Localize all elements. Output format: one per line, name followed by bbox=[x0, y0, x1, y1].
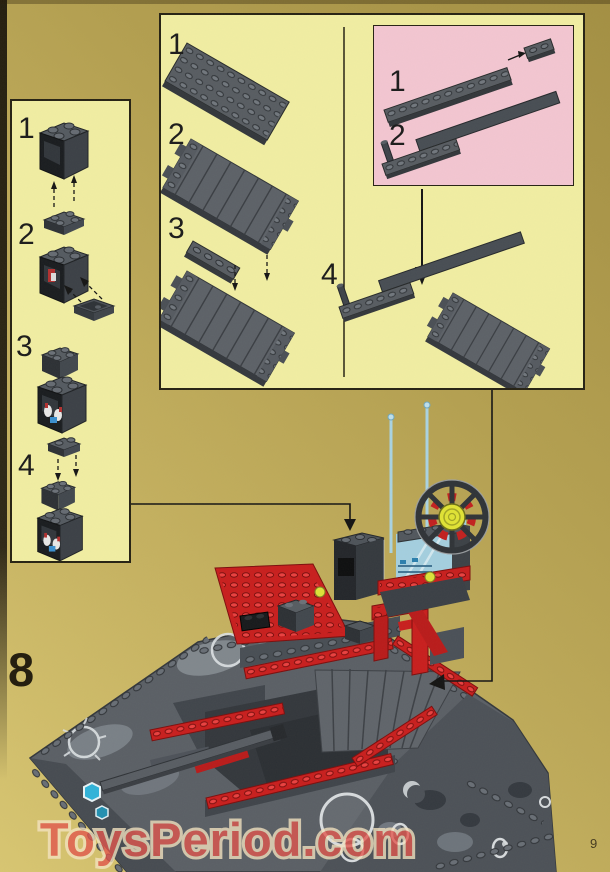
left-step-2-number: 2 bbox=[18, 218, 35, 251]
main-step-4-number: 4 bbox=[321, 258, 338, 291]
main-step-2-number: 2 bbox=[168, 118, 185, 151]
console-arch bbox=[452, 522, 470, 592]
main-step4-rail bbox=[336, 231, 525, 323]
cyan-jewel bbox=[83, 781, 101, 803]
pink-sub-panel: 1 2 bbox=[373, 25, 574, 186]
left-step-3-number: 3 bbox=[16, 330, 33, 363]
leader-line-right bbox=[442, 390, 493, 682]
yellow-ball-2 bbox=[424, 571, 436, 583]
step2-container-piece bbox=[39, 246, 89, 304]
console-window bbox=[396, 520, 468, 588]
page-top-edge bbox=[0, 0, 610, 4]
leader-line-left bbox=[131, 503, 351, 520]
pink-step-1-number: 1 bbox=[389, 65, 406, 98]
pink-inset-art bbox=[380, 38, 561, 180]
pink-step-2-number: 2 bbox=[389, 119, 406, 152]
red-arch bbox=[371, 593, 464, 676]
step1-container-piece bbox=[39, 122, 89, 180]
book-spine-shadow bbox=[0, 0, 7, 780]
step1-plate-piece bbox=[43, 211, 85, 236]
leader-right-arrowhead bbox=[429, 674, 445, 690]
leader-left-arrowhead bbox=[344, 519, 356, 531]
main-step3-arrows bbox=[234, 255, 268, 283]
wheel-hub bbox=[438, 503, 466, 531]
lego-base bbox=[26, 616, 559, 872]
pink-step1-arrow bbox=[507, 54, 521, 61]
page-number: 9 bbox=[590, 836, 598, 851]
black-brick-1x2 bbox=[239, 611, 271, 632]
center-pit-and-platform bbox=[149, 616, 479, 817]
steering-wheel bbox=[414, 479, 490, 555]
main-step-3-number: 3 bbox=[168, 212, 185, 245]
ramp bbox=[314, 668, 461, 753]
step1-arrows bbox=[53, 183, 75, 207]
step4-assembled-piece bbox=[37, 480, 83, 561]
left-step-4-number: 4 bbox=[18, 449, 35, 482]
yellow-ball bbox=[314, 586, 326, 598]
big-step-number: 8 bbox=[8, 643, 35, 696]
step2-tray-piece bbox=[72, 298, 116, 321]
main-step4-deck bbox=[419, 289, 555, 388]
red-sloped-plate bbox=[214, 563, 377, 645]
watermark-text: ToysPeriod.com bbox=[40, 813, 416, 866]
console-tower bbox=[332, 532, 385, 600]
left-step-1-number: 1 bbox=[18, 112, 35, 145]
main-step3-deck bbox=[161, 266, 301, 388]
left-instruction-panel: 1 2 3 4 bbox=[10, 99, 131, 563]
gray-brick-small bbox=[343, 620, 377, 644]
console-assembly bbox=[332, 401, 490, 617]
gray-brick-2x2 bbox=[276, 599, 316, 632]
front-beam-assembly bbox=[83, 723, 288, 820]
step3-assembled-piece bbox=[37, 347, 87, 434]
pink-step1-plate-1x2 bbox=[523, 38, 556, 63]
step4-plate-piece bbox=[46, 437, 82, 457]
step4-arrows bbox=[57, 455, 77, 473]
main-step-1-number: 1 bbox=[168, 28, 185, 61]
main-instruction-panel: 1 2 1 2 3 4 bbox=[159, 13, 585, 390]
